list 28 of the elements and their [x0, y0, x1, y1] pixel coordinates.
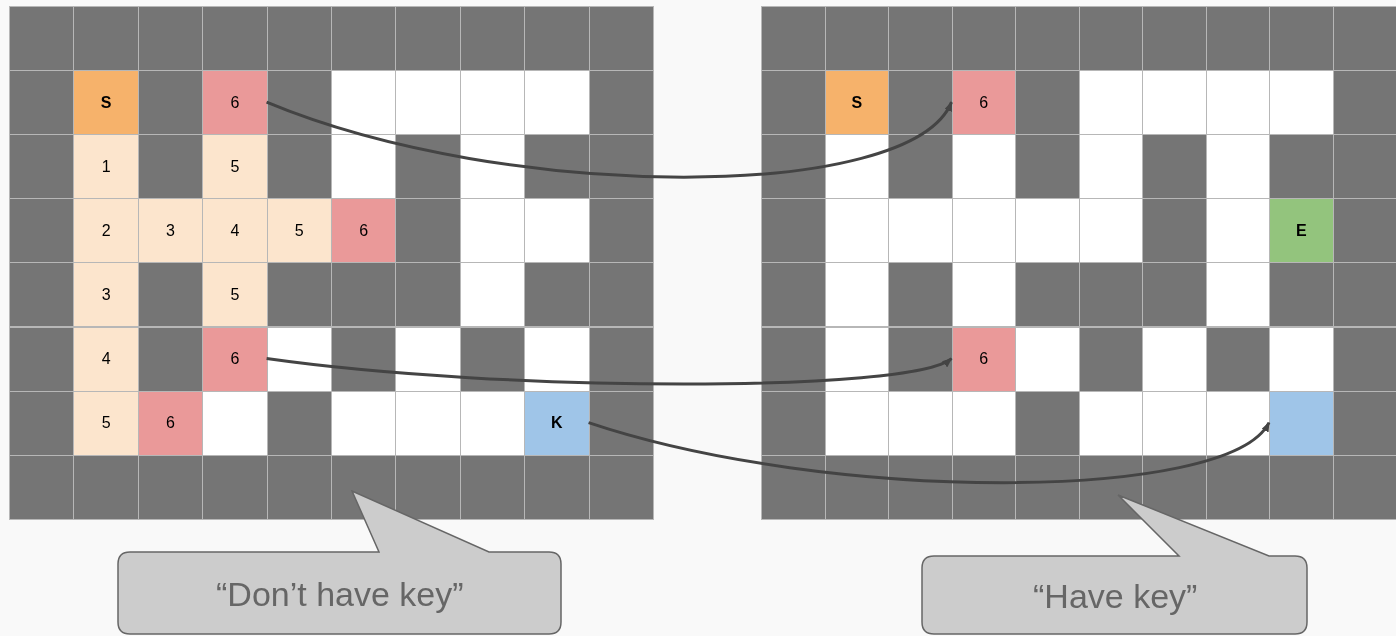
maze-tile: 3 [74, 263, 138, 327]
maze-tile: K [525, 391, 589, 455]
maze-tile: 2 [74, 199, 138, 263]
maze-tile: 6 [138, 391, 203, 455]
maze-tile: 1 [74, 135, 138, 199]
speech-bubble [117, 490, 563, 636]
bubble-text: “Don’t have key” [216, 574, 464, 614]
maze-tile: 6 [203, 327, 267, 391]
arrow [266, 357, 953, 386]
maze-tile: 4 [203, 199, 267, 263]
maze-tile: 5 [267, 199, 331, 263]
speech-bubble [921, 494, 1309, 636]
goal-tile [1270, 391, 1333, 455]
maze-tile: 3 [138, 199, 203, 263]
bubble-text: “Have key” [1033, 576, 1198, 616]
maze-tile: 6 [203, 71, 267, 135]
maze-tile: 6 [952, 71, 1015, 135]
maze-tile: 5 [74, 391, 138, 455]
arrow [266, 100, 953, 179]
maze-tile: 5 [203, 135, 267, 199]
maze-tile: S [825, 71, 888, 135]
maze-tile: S [74, 71, 138, 135]
maze-tile: 5 [203, 263, 267, 327]
maze-tile: 6 [332, 199, 396, 263]
maze-tile: 4 [74, 327, 138, 391]
arrow [588, 421, 1271, 485]
maze-tile: 6 [952, 327, 1015, 391]
maze-tile: E [1270, 199, 1333, 263]
